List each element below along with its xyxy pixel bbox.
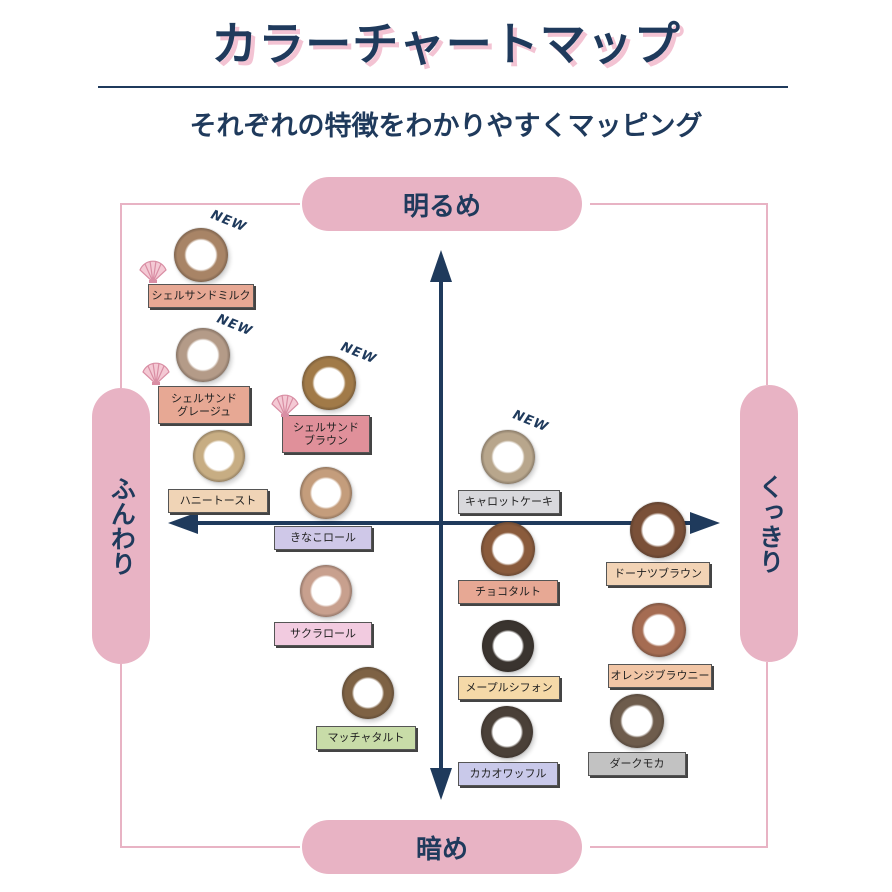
product-name-line2: ブラウン — [304, 434, 348, 447]
product-tag: ダークモカ — [588, 752, 686, 776]
lens-swatch — [481, 706, 533, 758]
shell-icon — [138, 258, 168, 284]
arrow-down — [430, 768, 452, 800]
product-name: オレンジブラウニー — [611, 669, 710, 682]
lens-swatch — [176, 328, 230, 382]
product-name: シェルサンド — [171, 392, 237, 405]
lens-swatch — [174, 228, 228, 282]
product-name: カカオワッフル — [470, 767, 547, 780]
lens-swatch — [300, 467, 352, 519]
lens-swatch — [481, 522, 535, 576]
product-tag: シェルサンドミルク — [148, 284, 254, 308]
product-name: シェルサンド — [293, 421, 359, 434]
shell-icon — [270, 392, 300, 418]
lens-swatch — [302, 356, 356, 410]
product-name: キャロットケーキ — [465, 495, 553, 508]
product-tag: ハニートースト — [168, 489, 268, 513]
product-tag: ドーナツブラウン — [606, 562, 710, 586]
product-tag: チョコタルト — [458, 580, 558, 604]
lens-swatch — [630, 502, 686, 558]
product-tag: キャロットケーキ — [458, 490, 560, 514]
product-name: シェルサンドミルク — [152, 289, 251, 302]
product-name: ドーナツブラウン — [614, 567, 702, 580]
lens-swatch — [342, 667, 394, 719]
product-name: ダークモカ — [610, 757, 665, 770]
product-tag: オレンジブラウニー — [608, 664, 712, 688]
product-name: サクラロール — [290, 627, 356, 640]
arrow-up — [430, 250, 452, 282]
product-name: チョコタルト — [475, 585, 541, 598]
lens-swatch — [632, 603, 686, 657]
product-tag: きなこロール — [274, 526, 372, 550]
product-tag: メープルシフォン — [458, 676, 560, 700]
lens-swatch — [482, 620, 534, 672]
lens-swatch — [610, 694, 664, 748]
lens-swatch — [481, 430, 535, 484]
product-tag: シェルサンドグレージュ — [158, 386, 250, 424]
product-name: ハニートースト — [180, 494, 256, 507]
lens-swatch — [193, 430, 245, 482]
arrow-right — [690, 512, 720, 534]
shell-icon — [141, 360, 171, 386]
product-name-line2: グレージュ — [177, 405, 231, 418]
product-tag: シェルサンドブラウン — [282, 415, 370, 453]
product-name: メープルシフォン — [465, 681, 552, 694]
lens-swatch — [300, 565, 352, 617]
arrow-left — [168, 512, 198, 534]
product-name: きなこロール — [290, 531, 356, 544]
product-tag: カカオワッフル — [458, 762, 558, 786]
product-name: マッチャタルト — [328, 731, 405, 744]
product-tag: サクラロール — [274, 622, 372, 646]
product-tag: マッチャタルト — [316, 726, 416, 750]
